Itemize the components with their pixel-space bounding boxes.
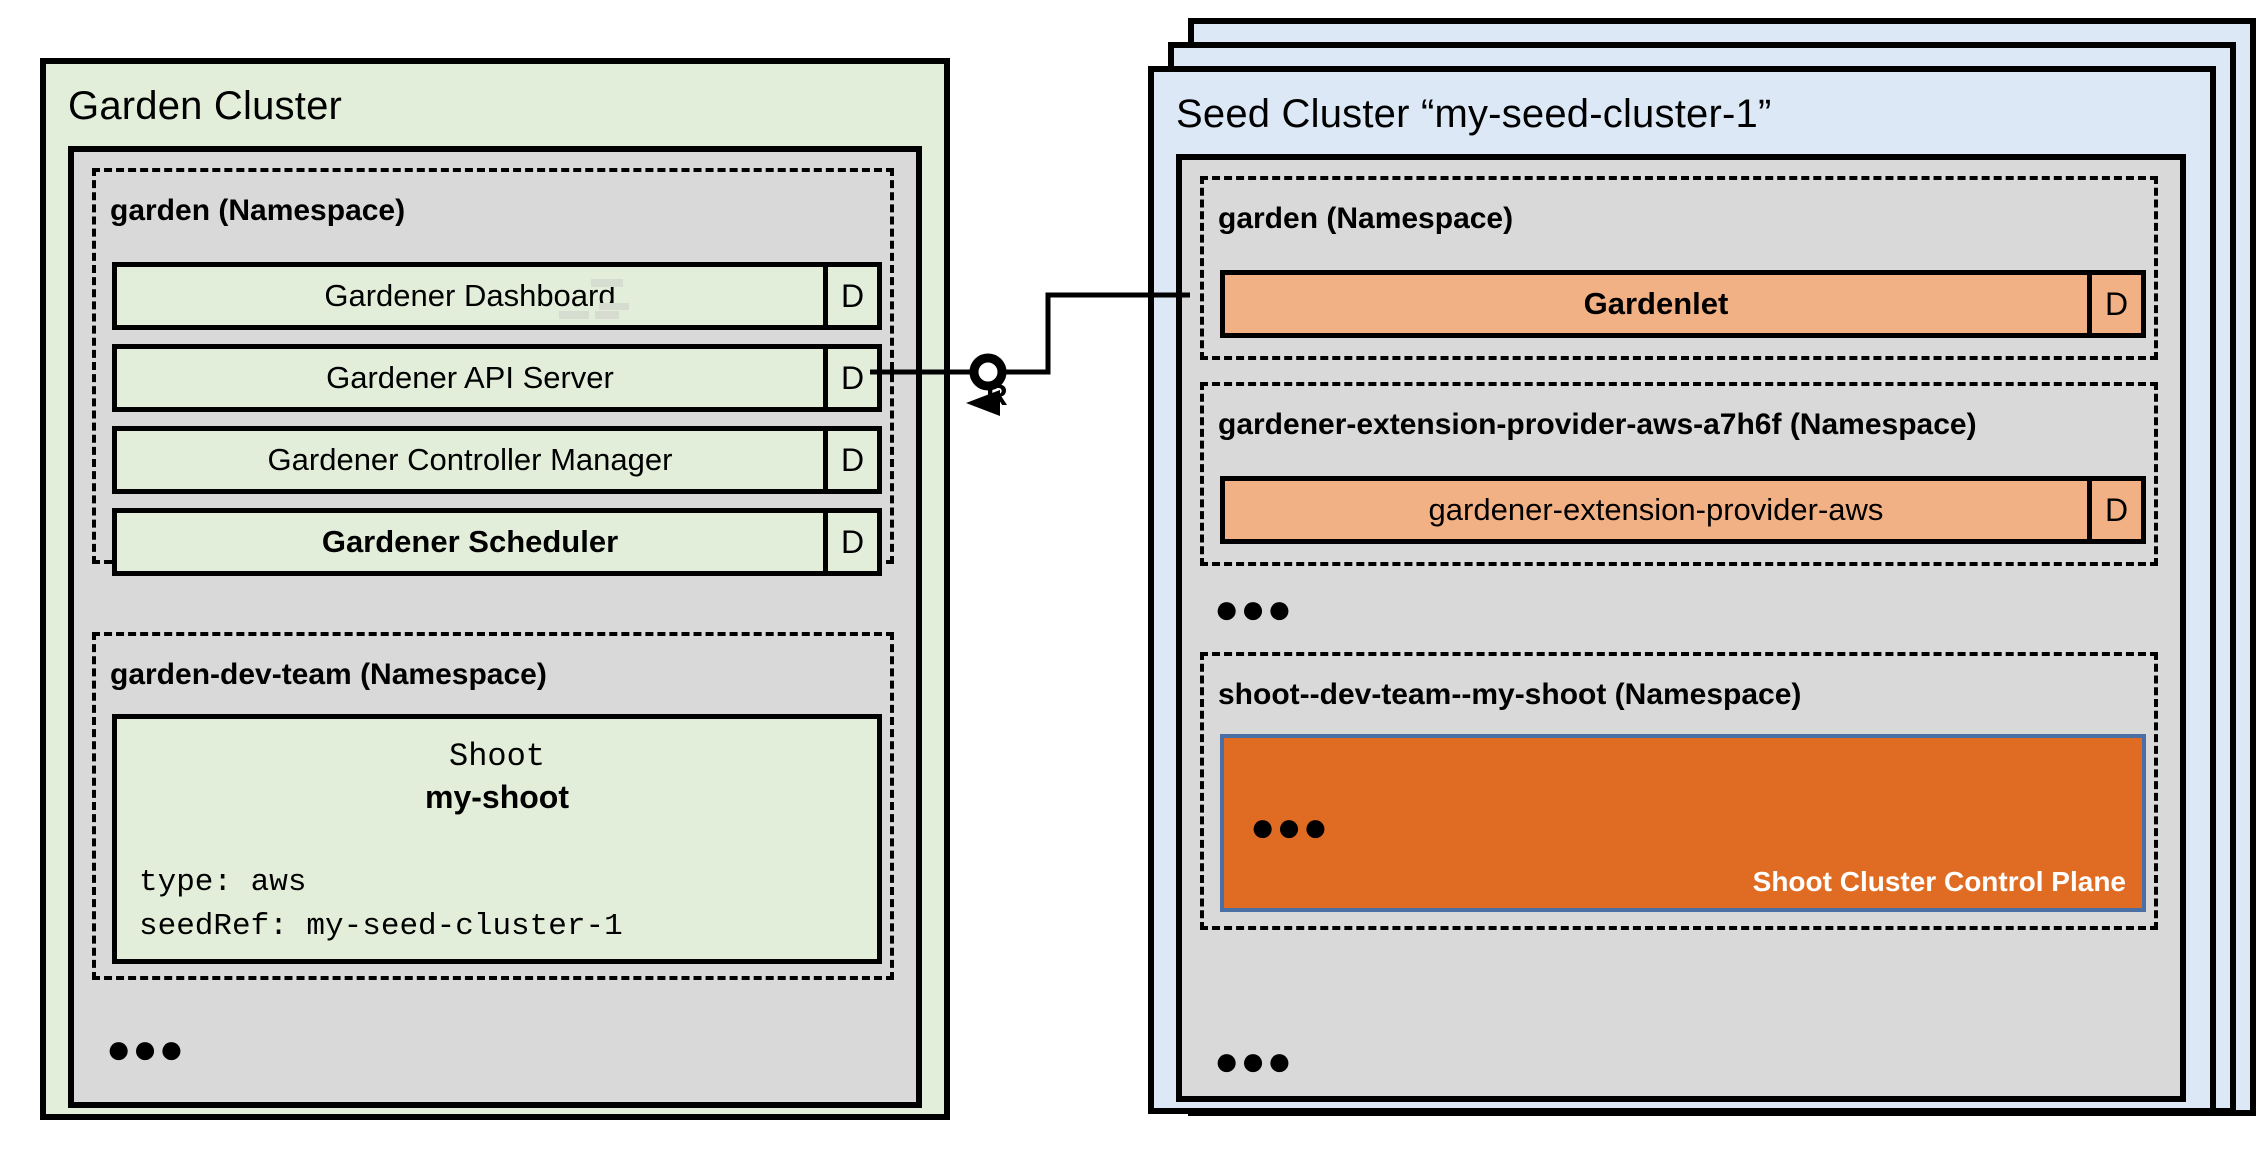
shoot-resource[interactable]: Shoot my-shoot type: aws seedRef: my-see… [112, 714, 882, 964]
component-gardenlet[interactable]: Gardenlet D [1220, 270, 2146, 338]
control-plane-label: Shoot Cluster Control Plane [1752, 866, 2126, 897]
seed-more-indicator-bottom: ●●● [1214, 1037, 1294, 1084]
render-artifact-mark [559, 311, 589, 319]
component-gardener-controller-manager-label: Gardener Controller Manager [117, 431, 823, 489]
deployment-badge: D [823, 513, 877, 571]
garden-namespace-dev-team[interactable]: garden-dev-team (Namespace) Shoot my-sho… [92, 632, 894, 980]
render-artifact-mark [595, 311, 619, 319]
shoot-resource-name: my-shoot [425, 779, 569, 815]
garden-more-indicator: ●●● [106, 1025, 186, 1072]
seed-namespace-extension-provider-label: gardener-extension-provider-aws-a7h6f (N… [1218, 408, 1977, 441]
garden-cluster-title: Garden Cluster [68, 84, 343, 128]
seed-namespace-garden[interactable]: garden (Namespace) Gardenlet D [1200, 176, 2158, 360]
garden-cluster-body-panel: garden (Namespace) Gardener Dashboard D … [68, 146, 922, 1108]
deployment-badge: D [823, 349, 877, 407]
seed-namespace-extension-provider[interactable]: gardener-extension-provider-aws-a7h6f (N… [1200, 382, 2158, 566]
control-plane-more-indicator: ●●● [1250, 803, 1330, 850]
seed-cluster-title: Seed Cluster “my-seed-cluster-1” [1176, 92, 1772, 136]
component-gardener-api-server[interactable]: Gardener API Server D [112, 344, 882, 412]
component-gardener-scheduler-label: Gardener Scheduler [117, 513, 823, 571]
component-gardener-controller-manager[interactable]: Gardener Controller Manager D [112, 426, 882, 494]
component-gardener-dashboard-label: Gardener Dashboard [117, 267, 823, 325]
connector-label-r: R [986, 379, 1008, 412]
seed-cluster[interactable]: Seed Cluster “my-seed-cluster-1” garden … [1148, 66, 2216, 1114]
garden-cluster[interactable]: Garden Cluster garden (Namespace) Garden… [40, 58, 950, 1120]
seed-more-indicator-middle: ●●● [1214, 585, 1294, 632]
deployment-badge: D [823, 431, 877, 489]
garden-namespace-garden-label: garden (Namespace) [110, 194, 406, 227]
component-gardener-scheduler[interactable]: Gardener Scheduler D [112, 508, 882, 576]
component-gardener-extension-provider-aws[interactable]: gardener-extension-provider-aws D [1220, 476, 2146, 544]
shoot-resource-kind: Shoot [448, 738, 545, 775]
seed-cluster-body-panel: garden (Namespace) Gardenlet D gardener-… [1176, 154, 2186, 1102]
shoot-resource-spec: type: aws seedRef: my-seed-cluster-1 [139, 865, 623, 945]
deployment-badge: D [823, 267, 877, 325]
shoot-cluster-control-plane[interactable]: ●●● Shoot Cluster Control Plane [1220, 734, 2146, 912]
seed-namespace-garden-label: garden (Namespace) [1218, 202, 1514, 235]
garden-namespace-dev-team-label: garden-dev-team (Namespace) [110, 658, 547, 691]
garden-namespace-garden[interactable]: garden (Namespace) Gardener Dashboard D … [92, 168, 894, 576]
deployment-badge: D [2087, 275, 2141, 333]
render-artifact-mark [599, 303, 629, 310]
deployment-badge: D [2087, 481, 2141, 539]
component-gardener-api-server-label: Gardener API Server [117, 349, 823, 407]
component-gardenlet-label: Gardenlet [1225, 275, 2087, 333]
component-gardener-dashboard[interactable]: Gardener Dashboard D [112, 262, 882, 330]
seed-namespace-shoot-label: shoot--dev-team--my-shoot (Namespace) [1218, 678, 1802, 711]
render-artifact-mark [591, 279, 623, 287]
seed-namespace-shoot[interactable]: shoot--dev-team--my-shoot (Namespace) ●●… [1200, 652, 2158, 930]
component-gardener-extension-provider-aws-label: gardener-extension-provider-aws [1225, 481, 2087, 539]
